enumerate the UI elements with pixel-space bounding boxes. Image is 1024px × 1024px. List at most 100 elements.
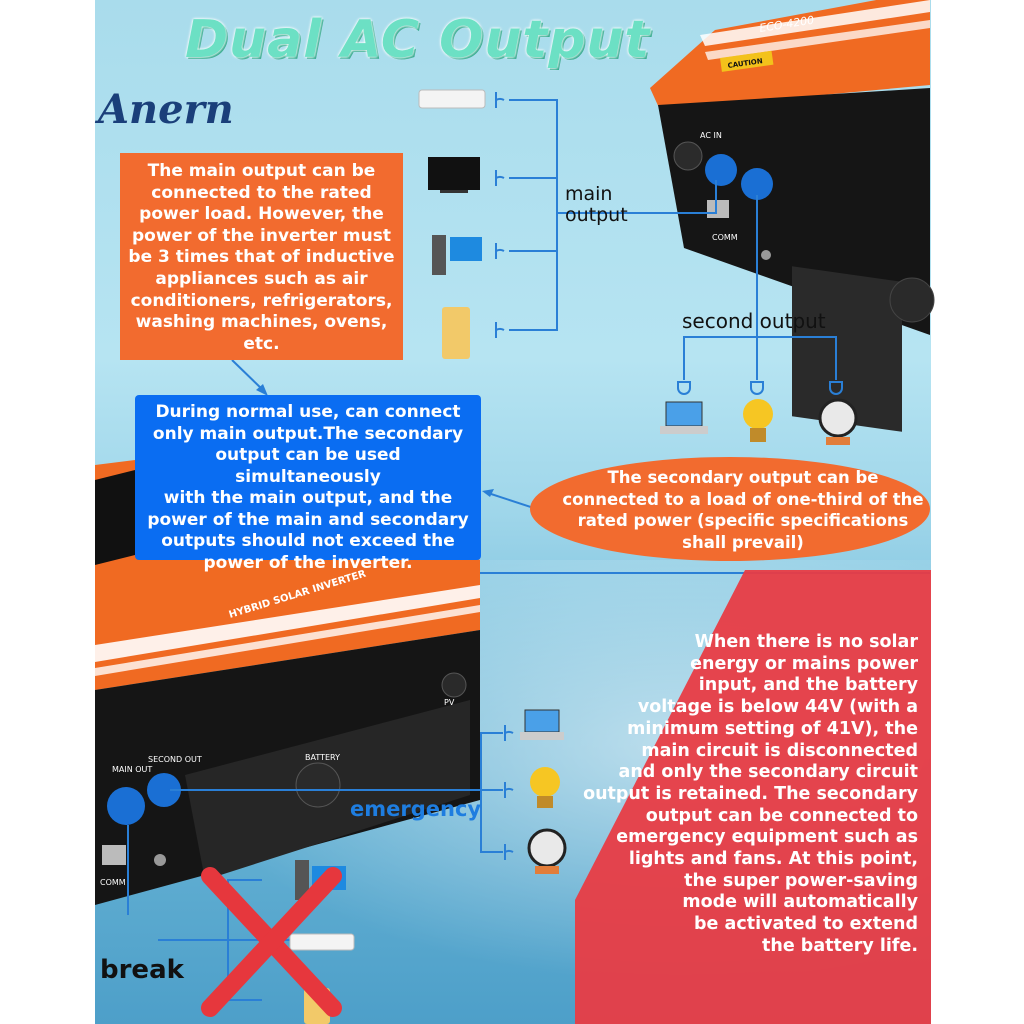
note-line: washing machines, ovens, bbox=[135, 312, 388, 333]
emergency-light-bulb-icon bbox=[530, 767, 560, 797]
note-line: appliances such as air bbox=[155, 268, 368, 289]
pv-label: PV bbox=[444, 698, 455, 707]
tv-stand bbox=[440, 190, 468, 193]
note-line: connected to the rated bbox=[151, 182, 372, 203]
second-out-connector-2 bbox=[147, 773, 181, 807]
main-output-label-line2: output bbox=[565, 204, 628, 226]
battery-label: BATTERY bbox=[305, 753, 340, 762]
inverter-stripe-2 bbox=[705, 20, 930, 60]
note-line: input, and the battery bbox=[698, 675, 918, 696]
note-line: When there is no solar bbox=[694, 632, 918, 652]
inverter-top-shell bbox=[650, 0, 930, 110]
note-line: outputs should not exceed the bbox=[161, 531, 455, 551]
main-to-inverter bbox=[557, 180, 717, 214]
note-line: minimum setting of 41V), the bbox=[627, 718, 918, 739]
caution-sticker bbox=[720, 50, 774, 72]
second-bus-line bbox=[683, 336, 837, 380]
note-line: output can be used simultaneously bbox=[215, 445, 401, 487]
tv-icon bbox=[428, 157, 480, 190]
battery-connector-2 bbox=[295, 762, 341, 808]
comm-label-2: COMM bbox=[100, 878, 126, 887]
main-out-connector bbox=[705, 154, 737, 186]
main-output-label: main output bbox=[565, 184, 628, 226]
note-line: connected to a load of one-third of the bbox=[562, 489, 924, 509]
desktop-computer-icon bbox=[432, 235, 446, 275]
fan-base bbox=[826, 437, 850, 445]
note-line: The main output can be bbox=[147, 161, 376, 181]
battery-connector bbox=[889, 277, 935, 323]
bulb-base bbox=[750, 428, 766, 442]
inverter2-display bbox=[95, 470, 135, 565]
ac-in-connector bbox=[673, 141, 703, 171]
note-line: be activated to extend bbox=[694, 914, 918, 935]
divider-line bbox=[480, 572, 930, 574]
main-out-label: MAIN OUT bbox=[112, 765, 152, 774]
emergency-bus-line bbox=[480, 732, 503, 853]
note-line: rated power (specific specifications bbox=[577, 511, 909, 530]
pv-connector bbox=[441, 672, 467, 698]
main-output-label-line1: main bbox=[565, 183, 613, 205]
note-line: output can be connected to bbox=[645, 805, 918, 826]
laptop-base bbox=[660, 426, 708, 434]
ac-in-label: AC IN bbox=[700, 131, 722, 140]
main-bus-line bbox=[509, 99, 558, 331]
disconnected-x-icon bbox=[201, 867, 342, 1017]
note-line: power of the main and secondary bbox=[147, 509, 469, 530]
fan-icon bbox=[818, 398, 858, 438]
note-line: power of the inverter. bbox=[203, 552, 413, 573]
emergency-bulb-base bbox=[537, 796, 553, 808]
note-line: the super power-saving bbox=[684, 870, 918, 891]
note-line: and only the secondary circuit bbox=[618, 762, 918, 783]
note-line: emergency equipment such as bbox=[616, 827, 918, 848]
broken-air-conditioner-icon bbox=[289, 933, 355, 951]
arrow-head-2 bbox=[482, 489, 494, 497]
note-line: output is retained. The secondary bbox=[583, 783, 918, 804]
break-label: break bbox=[100, 955, 184, 985]
inverter2-stripe bbox=[95, 585, 480, 662]
emergency-laptop-icon bbox=[524, 709, 560, 733]
note-line: the battery life. bbox=[762, 935, 918, 956]
emergency-fan-icon bbox=[527, 828, 567, 868]
note-line: power of the inverter must bbox=[131, 225, 391, 246]
plug-symbols bbox=[495, 92, 843, 860]
air-conditioner-icon bbox=[418, 89, 486, 109]
emergency-callout-shape bbox=[575, 570, 931, 1024]
brand-logo: Anern bbox=[98, 86, 234, 133]
refrigerator-icon bbox=[442, 307, 470, 359]
ground-screw bbox=[761, 250, 771, 260]
emergency-note: When there is no solar energy or mains p… bbox=[578, 632, 918, 958]
note-line: energy or mains power bbox=[690, 653, 918, 674]
laptop-icon bbox=[665, 401, 703, 427]
second-out-connector bbox=[741, 168, 773, 200]
comm-label: COMM bbox=[712, 233, 738, 242]
normal-use-note: During normal use, can connect only main… bbox=[135, 395, 481, 573]
break-bus-line bbox=[227, 879, 262, 1001]
note-line: The secondary output can be bbox=[607, 468, 879, 487]
note-line: be 3 times that of inductive bbox=[128, 247, 395, 268]
inverter2-stripe-2 bbox=[95, 605, 480, 676]
note-line: main circuit is disconnected bbox=[641, 740, 918, 761]
emergency-fan-base bbox=[535, 866, 559, 874]
main-out-connector-2 bbox=[107, 787, 145, 825]
note-line: etc. bbox=[243, 333, 280, 354]
comm-port-2 bbox=[102, 845, 126, 865]
emergency-laptop-base bbox=[520, 732, 564, 740]
page-title: Dual AC Output bbox=[185, 10, 651, 70]
main-output-note: The main output can be connected to the … bbox=[120, 153, 403, 360]
emergency-label: emergency bbox=[350, 797, 482, 821]
note-line: voltage is below 44V (with a bbox=[637, 697, 918, 718]
note-line: with the main output, and the bbox=[163, 488, 453, 508]
ground-screw-2 bbox=[154, 854, 166, 866]
note-line: shall prevail) bbox=[682, 532, 804, 552]
note-line: mode will automatically bbox=[682, 892, 918, 913]
secondary-output-note: The secondary output can be connected to… bbox=[530, 457, 930, 561]
second-out-label: SECOND OUT bbox=[148, 755, 202, 764]
note-line: only main output.The secondary bbox=[152, 423, 464, 444]
inverter-body bbox=[658, 88, 930, 335]
inverter-stripe bbox=[700, 0, 930, 46]
arrow-head-1 bbox=[256, 384, 268, 396]
note-line: conditioners, refrigerators, bbox=[130, 290, 393, 311]
